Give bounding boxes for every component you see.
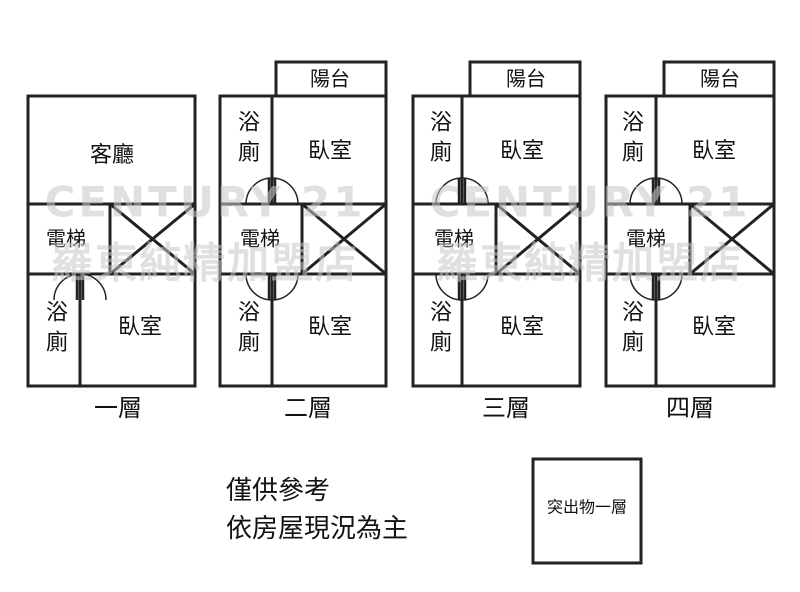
elevator-shaft-icon <box>689 202 775 276</box>
elevator-shaft-icon <box>495 202 581 276</box>
annex-box: 突出物一層 <box>531 457 643 565</box>
room-label-elevator: 電梯 <box>434 227 474 251</box>
room-label-bedroom-bottom: 臥室 <box>308 315 352 340</box>
floor-2: 陽台 浴廁 臥室 電梯 浴廁 臥室 二層 <box>218 60 388 422</box>
elevator-shaft-icon <box>109 202 196 276</box>
watermark-line2: 羅東純精加盟店 <box>436 239 744 288</box>
room-label-bath-bottom: 浴廁 <box>618 300 644 360</box>
door-swing-icon <box>245 177 299 301</box>
door-swing-icon <box>53 273 107 301</box>
elevator-shaft-icon <box>301 202 387 276</box>
floor-4: 陽台 浴廁 臥室 電梯 浴廁 臥室 四層 <box>604 60 776 422</box>
annex-label: 突出物一層 <box>547 498 627 517</box>
room-label-bath-top: 浴廁 <box>234 110 260 170</box>
room-label-bath: 浴廁 <box>42 300 68 360</box>
floor-3: 陽台 浴廁 臥室 電梯 浴廁 臥室 三層 <box>411 60 582 422</box>
room-label-elevator: 電梯 <box>46 227 86 251</box>
room-label-bedroom-top: 臥室 <box>308 139 352 164</box>
room-label-bedroom-bottom: 臥室 <box>692 315 736 340</box>
floor-label-2: 二層 <box>284 394 332 422</box>
door-swing-icon <box>435 177 489 301</box>
room-label-bedroom-top: 臥室 <box>500 139 544 164</box>
room-label-bedroom-top: 臥室 <box>692 139 736 164</box>
room-label-elevator: 電梯 <box>626 227 666 251</box>
floor-4-outline <box>604 94 776 388</box>
room-label-bedroom-bottom: 臥室 <box>500 315 544 340</box>
floor-1: 客廳 電梯 臥室 浴廁 一層 <box>26 94 197 422</box>
watermark-line1: CENTURY 21 <box>430 178 751 227</box>
floor-label-4: 四層 <box>666 394 714 422</box>
room-label-bedroom: 臥室 <box>118 315 162 340</box>
room-label-balcony: 陽台 <box>506 67 546 91</box>
watermark-line2: 羅東純精加盟店 <box>51 239 359 288</box>
floor-2-outline <box>218 94 388 388</box>
room-label-elevator: 電梯 <box>240 227 280 251</box>
disclaimer-line-2: 依房屋現況為主 <box>226 514 409 544</box>
room-label-bath-top: 浴廁 <box>618 110 644 170</box>
disclaimer-line-1: 僅供參考 <box>226 476 331 506</box>
door-swing-icon <box>629 177 683 301</box>
room-label-balcony: 陽台 <box>310 67 350 91</box>
annex-outline <box>531 457 643 565</box>
room-label-bath-bottom: 浴廁 <box>234 300 260 360</box>
floor-3-outline <box>411 94 582 388</box>
floor-label-3: 三層 <box>482 394 530 422</box>
room-label-bath-top: 浴廁 <box>426 110 452 170</box>
watermark-line1: CENTURY 21 <box>45 178 366 227</box>
room-label-balcony: 陽台 <box>700 67 740 91</box>
floor-1-outline <box>26 94 197 388</box>
watermark: CENTURY 21 羅東純精加盟店 CENTURY 21 羅東純精加盟店 <box>45 178 751 288</box>
room-label-bath-bottom: 浴廁 <box>426 300 452 360</box>
floor-label-1: 一層 <box>94 394 142 422</box>
room-label-living: 客廳 <box>90 143 134 168</box>
